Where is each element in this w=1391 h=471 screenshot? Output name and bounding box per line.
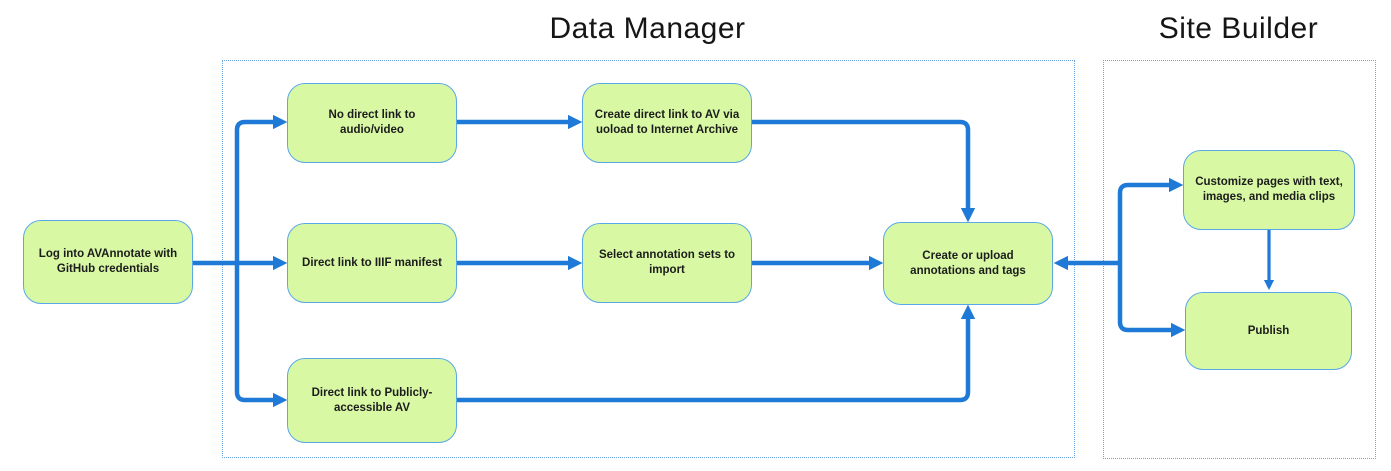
site-builder-title: Site Builder (1158, 12, 1319, 45)
data-manager-title: Data Manager (549, 12, 746, 45)
node-no-direct-link: No direct link to audio/video (287, 83, 457, 163)
node-publicly-accessible: Direct link to Publicly-accessible AV (287, 358, 457, 443)
node-iiif-manifest: Direct link to IIIF manifest (287, 223, 457, 303)
node-create-direct-link: Create direct link to AV via uoload to I… (582, 83, 752, 163)
node-login: Log into AVAnnotate with GitHub credenti… (23, 220, 193, 304)
node-publish: Publish (1185, 292, 1352, 370)
node-select-annotation-sets: Select annotation sets to import (582, 223, 752, 303)
node-create-upload-annotations: Create or upload annotations and tags (883, 222, 1053, 305)
site-builder-section (1103, 60, 1376, 459)
data-manager-section (222, 60, 1075, 458)
node-customize-pages: Customize pages with text, images, and m… (1183, 150, 1355, 230)
